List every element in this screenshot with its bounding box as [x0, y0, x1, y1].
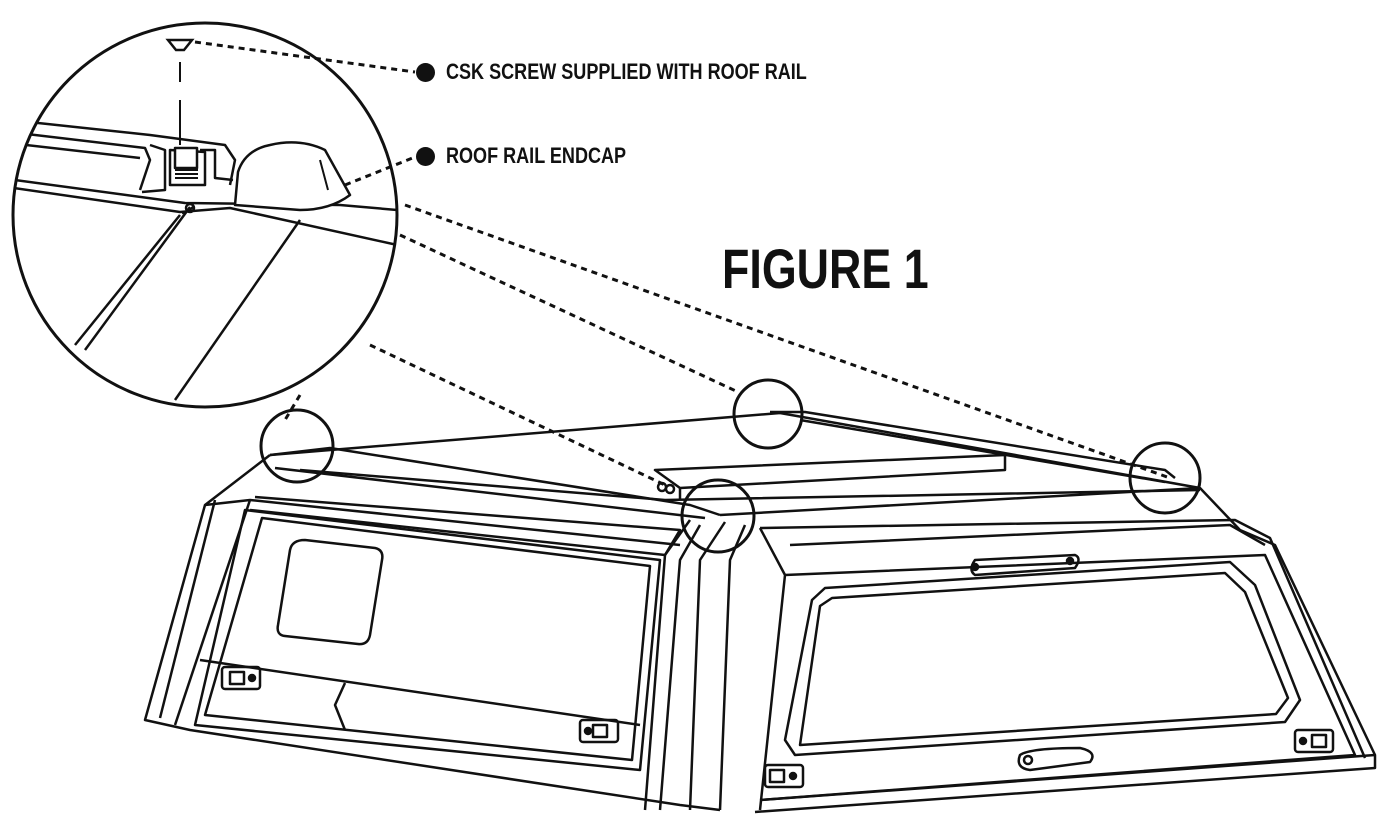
detail-magnifier: [11, 21, 399, 409]
canopy-body: [143, 410, 1377, 814]
callout-bullet: [416, 147, 435, 166]
callout-bullet: [416, 63, 435, 82]
marker-rear-center: [732, 378, 804, 450]
figure-title: FIGURE 1: [722, 237, 929, 300]
callout-leaders: [194, 40, 1171, 487]
screw-icon: [165, 38, 195, 52]
marker-front-left: [259, 408, 335, 484]
callout-csk-screw: CSK SCREW SUPPLIED WITH ROOF RAIL: [446, 59, 807, 84]
callout-roof-rail-endcap: ROOF RAIL ENDCAP: [446, 143, 627, 168]
marker-rear-right: [1128, 441, 1202, 515]
rail-endcap-location-markers: [259, 378, 1202, 554]
marker-front-center: [680, 478, 756, 554]
